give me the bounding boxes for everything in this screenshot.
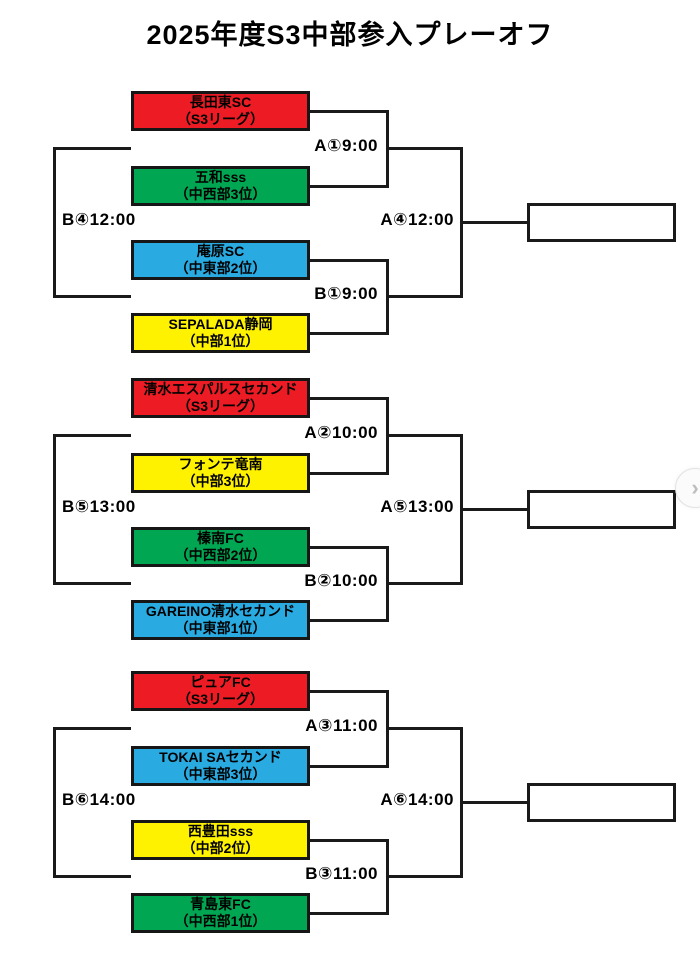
team-name: フォンテ竜南 xyxy=(178,456,263,472)
bracket-line xyxy=(53,295,131,298)
match-label: B①9:00 xyxy=(314,284,378,303)
team-name: 青島東FC xyxy=(190,896,251,912)
team-name: 庵原SC xyxy=(196,243,245,259)
bracket-line xyxy=(460,801,530,804)
match-label: A③11:00 xyxy=(305,716,378,735)
bracket-line xyxy=(310,332,388,335)
match-label: A②10:00 xyxy=(304,423,378,442)
consolation-match-label: B④12:00 xyxy=(62,210,136,229)
carousel-next-button[interactable]: › xyxy=(675,468,700,508)
final-match-label: A④12:00 xyxy=(380,210,454,229)
team-rank: （中部1位） xyxy=(181,333,260,349)
bracket-line xyxy=(460,508,530,511)
team-rank: （中東部3位） xyxy=(174,766,267,782)
team-name: GAREINO清水セカンド xyxy=(145,603,296,619)
bracket-group-2: 清水エスパルスセカンド （S3リーグ） フォンテ竜南 （中部3位） 榛南FC （… xyxy=(0,378,700,640)
bracket-line xyxy=(53,434,56,585)
bracket-line xyxy=(310,110,388,113)
bracket-line xyxy=(386,147,463,150)
match-label: A①9:00 xyxy=(314,136,378,155)
bracket-line xyxy=(310,397,388,400)
team-rank: （中東部2位） xyxy=(174,260,267,276)
chevron-right-icon: › xyxy=(691,475,699,500)
bracket-line xyxy=(53,727,56,878)
team-rank: （S3リーグ） xyxy=(176,691,265,707)
bracket-line xyxy=(310,839,388,842)
bracket-line xyxy=(386,434,463,437)
consolation-match-label: B⑥14:00 xyxy=(62,790,136,809)
bracket-line xyxy=(53,875,131,878)
bracket-line xyxy=(310,259,388,262)
team-rank: （中西部1位） xyxy=(174,913,267,929)
team-box: GAREINO清水セカンド （中東部1位） xyxy=(131,600,310,640)
team-rank: （中西部2位） xyxy=(174,547,267,563)
bracket-line xyxy=(310,619,388,622)
team-name: 長田東SC xyxy=(189,94,252,110)
bracket-line xyxy=(53,147,131,150)
bracket-line xyxy=(310,472,388,475)
bracket-line xyxy=(53,727,131,730)
team-rank: （中部3位） xyxy=(181,473,260,489)
bracket-line xyxy=(460,221,530,224)
bracket-line xyxy=(386,875,463,878)
bracket-line xyxy=(386,582,463,585)
consolation-match-label: B⑤13:00 xyxy=(62,497,136,516)
team-name: TOKAI SAセカンド xyxy=(159,749,282,765)
team-name: SEPALADA静岡 xyxy=(168,316,273,332)
winner-box xyxy=(527,490,676,529)
team-rank: （S3リーグ） xyxy=(176,111,265,127)
team-name: 西豊田sss xyxy=(187,823,254,839)
team-name: 五和sss xyxy=(194,169,247,185)
team-rank: （中部2位） xyxy=(181,840,260,856)
bracket-group-3: ピュアFC （S3リーグ） TOKAI SAセカンド （中東部3位） 西豊田ss… xyxy=(0,671,700,933)
bracket-line xyxy=(386,727,463,730)
match-label: B②10:00 xyxy=(304,571,378,590)
bracket-line xyxy=(310,690,388,693)
team-box: 清水エスパルスセカンド （S3リーグ） xyxy=(131,378,310,418)
team-box: 榛南FC （中西部2位） xyxy=(131,527,310,567)
match-label: B③11:00 xyxy=(305,864,378,883)
winner-box xyxy=(527,783,676,822)
bracket-line xyxy=(53,147,56,298)
team-box: 庵原SC （中東部2位） xyxy=(131,240,310,280)
final-match-label: A⑤13:00 xyxy=(380,497,454,516)
bracket-line xyxy=(310,912,388,915)
bracket-line xyxy=(310,185,388,188)
team-name: 榛南FC xyxy=(197,530,244,546)
team-box: 長田東SC （S3リーグ） xyxy=(131,91,310,131)
team-box: 青島東FC （中西部1位） xyxy=(131,893,310,933)
bracket-line xyxy=(53,434,131,437)
team-rank: （中東部1位） xyxy=(174,620,267,636)
team-box: SEPALADA静岡 （中部1位） xyxy=(131,313,310,353)
team-name: ピュアFC xyxy=(190,674,251,690)
team-rank: （S3リーグ） xyxy=(176,398,265,414)
bracket-line xyxy=(386,295,463,298)
page-title: 2025年度S3中部参入プレーオフ xyxy=(146,20,554,50)
bracket-line xyxy=(310,546,388,549)
team-name: 清水エスパルスセカンド xyxy=(143,381,298,397)
final-match-label: A⑥14:00 xyxy=(380,790,454,809)
bracket-line xyxy=(310,765,388,768)
bracket-line xyxy=(53,582,131,585)
bracket-group-1: 長田東SC （S3リーグ） 五和sss （中西部3位） 庵原SC （中東部2位）… xyxy=(0,91,700,353)
team-box: ピュアFC （S3リーグ） xyxy=(131,671,310,711)
team-box: TOKAI SAセカンド （中東部3位） xyxy=(131,746,310,786)
winner-box xyxy=(527,203,676,242)
team-box: 五和sss （中西部3位） xyxy=(131,166,310,206)
team-box: フォンテ竜南 （中部3位） xyxy=(131,453,310,493)
team-rank: （中西部3位） xyxy=(174,186,267,202)
team-box: 西豊田sss （中部2位） xyxy=(131,820,310,860)
